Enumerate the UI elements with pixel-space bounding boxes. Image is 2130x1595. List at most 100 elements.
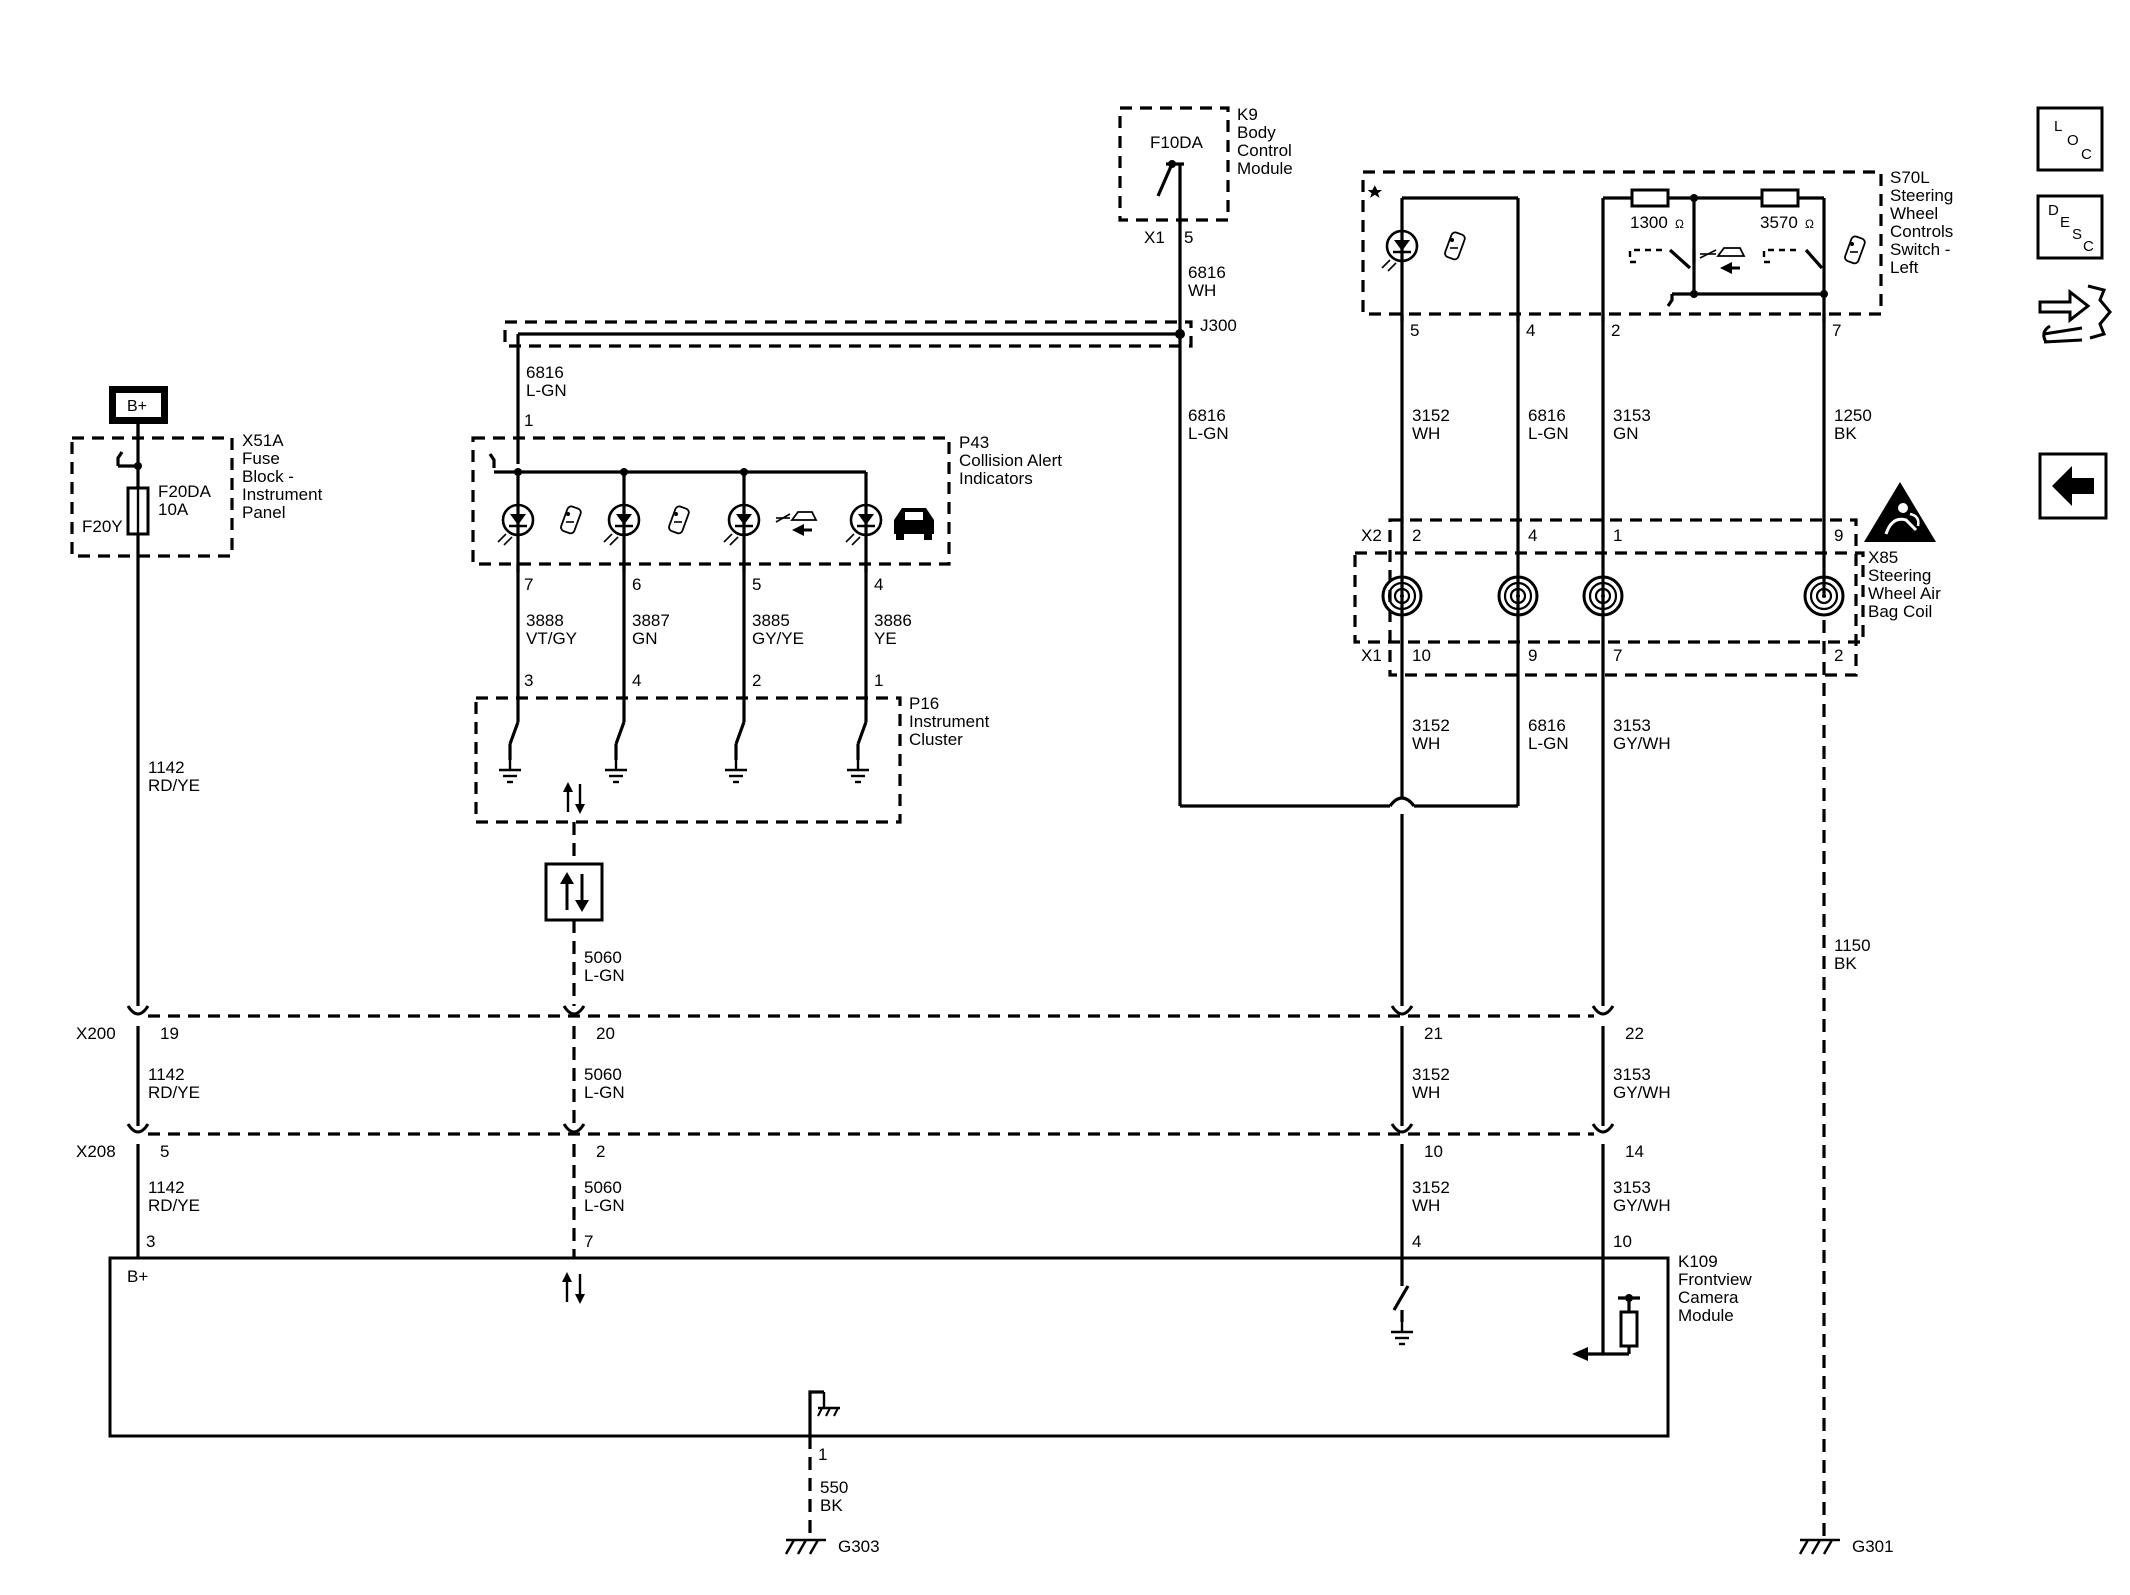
svg-text:3152: 3152 <box>1412 1178 1450 1197</box>
svg-text:VT/GY: VT/GY <box>526 629 577 648</box>
svg-text:1142: 1142 <box>148 758 185 777</box>
svg-text:L-GN: L-GN <box>584 1196 625 1215</box>
svg-text:1: 1 <box>874 671 883 690</box>
svg-text:Collision Alert: Collision Alert <box>959 451 1062 470</box>
svg-text:L-GN: L-GN <box>584 1083 625 1102</box>
svg-text:10: 10 <box>1424 1142 1443 1161</box>
svg-text:Frontview: Frontview <box>1678 1270 1752 1289</box>
svg-text:C: C <box>2081 146 2092 163</box>
svg-text:6816: 6816 <box>1528 716 1566 735</box>
s70l-name: S70L <box>1890 168 1930 187</box>
svg-text:6816: 6816 <box>1188 406 1226 425</box>
loc-button[interactable]: L O C <box>2036 106 2104 172</box>
svg-text:Wheel: Wheel <box>1890 204 1938 223</box>
svg-text:2: 2 <box>1834 646 1843 665</box>
k9-connector: X1 <box>1144 228 1165 247</box>
desc-button[interactable]: D E S C <box>2036 194 2104 260</box>
svg-text:YE: YE <box>874 629 897 648</box>
s70l-indicator-led-icon <box>1380 229 1419 273</box>
svg-text:5: 5 <box>1410 321 1419 340</box>
resistor-3570-icon <box>1760 188 1800 208</box>
svg-text:5060: 5060 <box>584 1178 622 1197</box>
svg-text:Body: Body <box>1237 123 1276 142</box>
svg-text:X2: X2 <box>1361 526 1382 545</box>
svg-text:L-GN: L-GN <box>584 966 625 985</box>
svg-text:1142: 1142 <box>148 1178 185 1197</box>
x51a-name: X51A <box>242 431 284 450</box>
j300-splice: J300 <box>503 316 1237 348</box>
svg-text:4: 4 <box>1412 1232 1421 1251</box>
svg-text:6816: 6816 <box>1528 406 1566 425</box>
svg-text:9: 9 <box>1528 646 1537 665</box>
x85-name: X85 <box>1868 548 1898 567</box>
svg-text:Fuse: Fuse <box>242 449 280 468</box>
left-arrow-icon <box>2052 466 2094 506</box>
svg-text:7: 7 <box>1832 321 1841 340</box>
ground-icon <box>497 758 523 784</box>
forward-collision-icon <box>1367 185 1746 274</box>
svg-text:4: 4 <box>1528 526 1537 545</box>
svg-text:10: 10 <box>1412 646 1431 665</box>
svg-text:C: C <box>2083 238 2094 255</box>
svg-text:21: 21 <box>1424 1024 1443 1043</box>
svg-text:Module: Module <box>1237 159 1293 178</box>
svg-text:GN: GN <box>1613 424 1639 443</box>
x200-inline-connector: X200 19 20 21 22 <box>76 1004 1644 1043</box>
ground-icon <box>723 758 749 784</box>
x85-steering-wheel-airbag-coil: X2 2 4 1 9 X1 10 9 7 2 X85 Steering Whee… <box>1353 482 1941 677</box>
chassis-ground-icon <box>817 1392 840 1417</box>
collision-sensitivity-switch-icon <box>1842 234 1867 266</box>
svg-text:Switch -: Switch - <box>1890 240 1950 259</box>
back-arrow-button[interactable] <box>2038 452 2108 520</box>
svg-text:GY/WH: GY/WH <box>1613 1083 1671 1102</box>
s70l-steering-wheel-controls-switch: 1300 Ω 3570 Ω S70L Steering Wheel Contro… <box>1361 168 1953 340</box>
k109-name: K109 <box>1678 1252 1718 1271</box>
alert-led-icon <box>496 503 535 547</box>
svg-text:3885: 3885 <box>752 611 790 630</box>
svg-text:1150: 1150 <box>1834 936 1871 955</box>
x200-name: X200 <box>76 1024 116 1043</box>
svg-text:1250: 1250 <box>1834 406 1872 425</box>
pullup-resistor-icon <box>1619 1310 1639 1348</box>
svg-text:Camera: Camera <box>1678 1288 1739 1307</box>
svg-text:RD/YE: RD/YE <box>148 776 200 795</box>
svg-text:5060: 5060 <box>584 1065 622 1084</box>
svg-text:3152: 3152 <box>1412 716 1450 735</box>
alert-led-icon <box>602 503 641 547</box>
svg-text:Control: Control <box>1237 141 1292 160</box>
svg-text:D: D <box>2048 202 2059 219</box>
g301-label: G301 <box>1852 1537 1894 1556</box>
svg-text:Bag Coil: Bag Coil <box>1868 602 1932 621</box>
sensitivity-indicator-icon <box>558 504 583 536</box>
serial-data-icon <box>563 782 585 814</box>
svg-text:RD/YE: RD/YE <box>148 1196 200 1215</box>
g303-label: G303 <box>838 1537 880 1556</box>
svg-text:Left: Left <box>1890 258 1919 277</box>
svg-text:1142: 1142 <box>148 1065 185 1084</box>
svg-text:WH: WH <box>1412 1083 1440 1102</box>
p16-instrument-cluster: 3 4 2 1 P16 Instrument Cluster <box>474 671 990 824</box>
svg-text:3888: 3888 <box>526 611 564 630</box>
svg-text:3153: 3153 <box>1613 1065 1651 1084</box>
svg-text:2: 2 <box>752 671 761 690</box>
svg-text:2: 2 <box>1412 526 1421 545</box>
k9-name: K9 <box>1237 105 1258 124</box>
svg-text:F20Y: F20Y <box>82 517 123 536</box>
svg-text:S: S <box>2072 226 2082 243</box>
svg-text:9: 9 <box>1834 526 1843 545</box>
connector-service-icon[interactable] <box>2038 284 2112 344</box>
svg-text:22: 22 <box>1625 1024 1644 1043</box>
svg-text:1: 1 <box>818 1445 827 1464</box>
svg-text:L-GN: L-GN <box>1528 424 1569 443</box>
ground-g301-icon <box>1798 1538 1842 1556</box>
svg-text:L: L <box>2054 118 2062 135</box>
svg-text:3153: 3153 <box>1613 716 1651 735</box>
svg-text:L-GN: L-GN <box>1528 734 1569 753</box>
svg-text:1: 1 <box>524 411 533 430</box>
svg-text:3152: 3152 <box>1412 406 1450 425</box>
sensitivity-indicator-icon <box>666 504 691 536</box>
svg-text:BK: BK <box>820 1496 843 1515</box>
svg-text:BK: BK <box>1834 424 1857 443</box>
svg-text:Ω: Ω <box>1805 217 1814 231</box>
